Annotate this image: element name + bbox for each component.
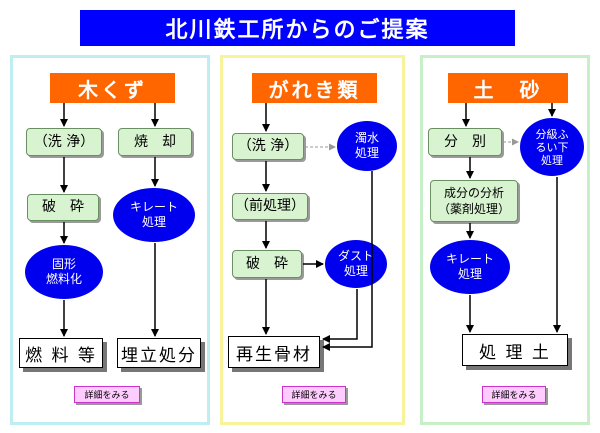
- detail-button-wood[interactable]: 詳細をみる: [74, 386, 140, 403]
- result-rubble-aggregate: 再生骨材: [228, 336, 320, 368]
- step-rubble-wash: （洗 浄）: [232, 133, 304, 160]
- result-soil-treated: 処 理 土: [462, 334, 568, 366]
- detail-button-rubble[interactable]: 詳細をみる: [282, 386, 346, 403]
- result-wood-landfill: 埋立処分: [117, 338, 201, 368]
- page-title: 北川鉄工所からのご提案: [80, 10, 515, 46]
- step-wood-chelate: キレート 処理: [113, 188, 195, 242]
- header-wood: 木くず: [50, 73, 175, 103]
- step-wood-crush: 破 砕: [27, 194, 99, 221]
- step-rubble-crush: 破 砕: [232, 250, 302, 278]
- step-rubble-pre-treatment: （前処理）: [232, 193, 308, 220]
- step-soil-classify: 分級ふ るい下 処理: [520, 118, 584, 176]
- step-soil-chelate: キレート 処理: [430, 240, 510, 294]
- step-rubble-dust: ダスト 処理: [325, 240, 387, 288]
- step-soil-component-analysis: 成分の分析 （薬剤処理）: [430, 180, 518, 222]
- step-wood-incinerate: 焼 却: [118, 128, 192, 156]
- step-wood-solid-fuel: 固形 燃料化: [25, 245, 103, 299]
- detail-button-soil[interactable]: 詳細をみる: [482, 386, 546, 403]
- result-wood-fuel: 燃 料 等: [19, 338, 103, 368]
- step-wood-wash: （洗 浄）: [26, 128, 102, 156]
- arrow-rubble-turbid-return: [322, 171, 373, 351]
- step-soil-separate: 分 別: [428, 128, 502, 156]
- header-rubble: がれき類: [252, 73, 377, 103]
- header-soil: 土 砂: [448, 73, 568, 103]
- arrow-rubble-dust-return: [322, 289, 358, 343]
- step-rubble-turbid-water: 濁水 処理: [337, 121, 397, 171]
